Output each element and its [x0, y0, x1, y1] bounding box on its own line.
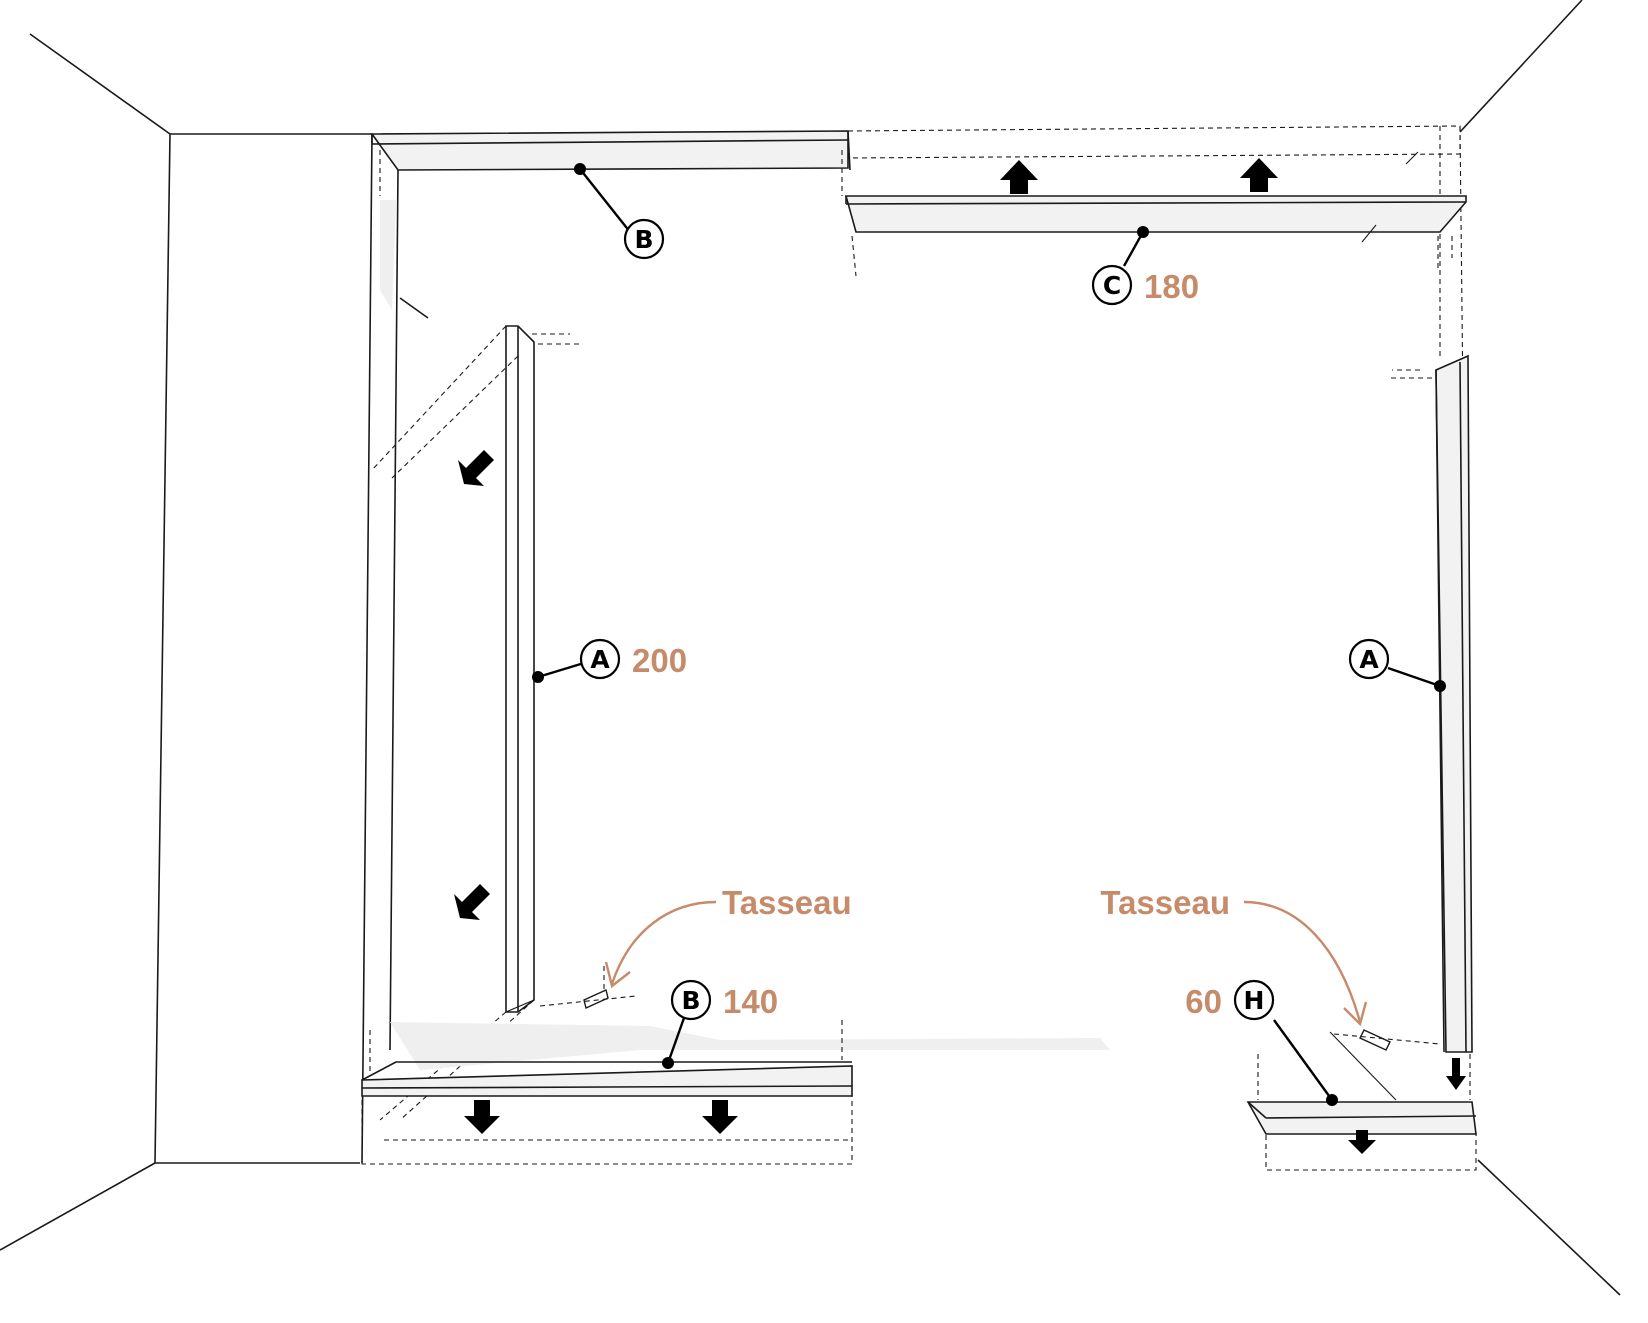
bottom-board-b — [361, 966, 1110, 1165]
arrow-down-left-icon — [454, 884, 490, 920]
callout-b-bottom: B 140 — [670, 979, 778, 1021]
dimension-label: 200 — [632, 642, 687, 679]
dimension-label: 140 — [723, 983, 778, 1020]
callout-b-top: B — [623, 218, 665, 260]
callout-a-left: A 200 — [579, 638, 687, 680]
dimension-label: 180 — [1144, 268, 1199, 305]
arrow-down-left-icon — [458, 450, 494, 486]
arrow-down-icon — [702, 1100, 738, 1134]
tasseau-cleat — [1359, 1029, 1391, 1051]
callout-h-bottom: H 60 — [1185, 979, 1275, 1021]
callout-c-top: C 180 — [1091, 264, 1199, 306]
callout-a-right: A — [1348, 638, 1390, 680]
tasseau-left-pointer — [610, 900, 717, 985]
arrow-down-icon — [1446, 1058, 1466, 1090]
callout-letter: B — [681, 986, 700, 1015]
right-panel-a — [1388, 354, 1473, 1090]
dimension-label: 60 — [1185, 983, 1222, 1020]
callout-letter: C — [1103, 271, 1121, 300]
room-outline — [0, 0, 1621, 1296]
arrow-down-icon — [1348, 1130, 1376, 1154]
tasseau-cleat — [583, 989, 609, 1009]
left-frame — [361, 130, 851, 1164]
leaders — [532, 163, 1446, 1106]
callout-letter: A — [1359, 645, 1379, 674]
callout-letter: A — [590, 645, 610, 674]
arrow-up-icon — [1240, 158, 1278, 192]
bottom-board-h — [1246, 1029, 1477, 1171]
tasseau-label-right: Tasseau — [1100, 884, 1230, 921]
arrow-down-icon — [464, 1100, 500, 1134]
left-panel-a — [371, 325, 580, 1121]
callout-letter: H — [1244, 986, 1265, 1015]
tasseau-label-left: Tasseau — [722, 884, 852, 921]
callout-letter: B — [634, 225, 653, 254]
arrow-up-icon — [1000, 160, 1038, 194]
tasseau-right-pointer — [1243, 900, 1362, 1023]
